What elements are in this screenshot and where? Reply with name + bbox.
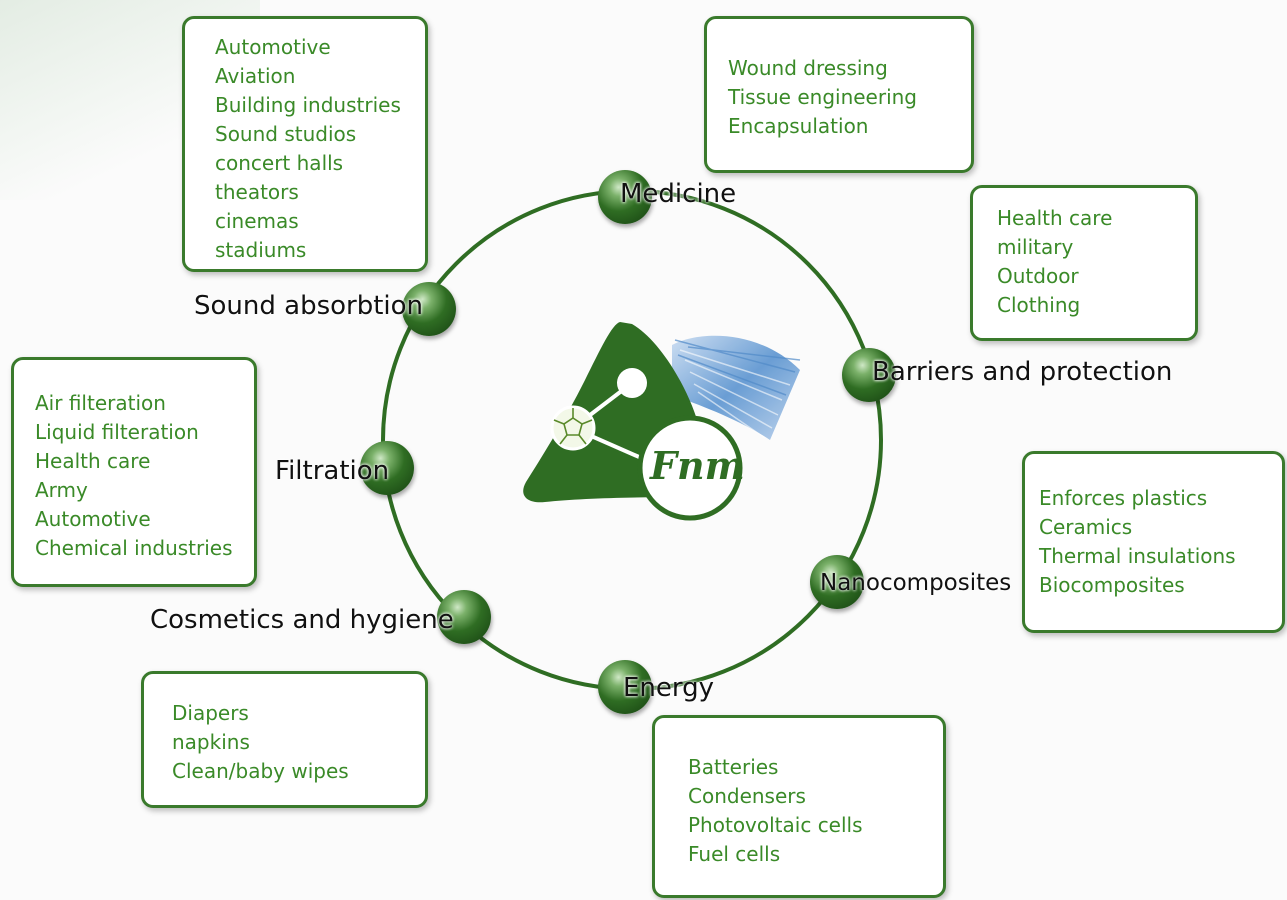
list-item: Automotive xyxy=(35,507,151,531)
list-item: Diapers xyxy=(172,701,249,725)
list-item: concert halls xyxy=(215,151,344,175)
medicine-node-icon xyxy=(598,170,652,224)
list-item: Encapsulation xyxy=(728,114,869,138)
list-item: Air filteration xyxy=(35,391,166,415)
sound-absorbtion-node-icon xyxy=(402,282,456,336)
list-item: Sound studios xyxy=(215,122,357,146)
list-item: Ceramics xyxy=(1039,515,1133,539)
list-item: Army xyxy=(35,478,88,502)
energy-node-icon xyxy=(598,660,652,714)
barriers-node-icon xyxy=(842,348,896,402)
list-item: Clean/baby wipes xyxy=(172,759,349,783)
list-item: Outdoor xyxy=(997,264,1079,288)
list-item: Chemical industries xyxy=(35,536,233,560)
list-item: Health care xyxy=(997,206,1113,230)
list-item: Fuel cells xyxy=(688,842,781,866)
logo-icon xyxy=(523,322,801,521)
list-item: Condensers xyxy=(688,784,806,808)
list-item: Tissue engineering xyxy=(728,85,918,109)
nanocomposites-node-icon xyxy=(810,555,864,609)
list-item: Building industries xyxy=(215,93,401,117)
list-item: Biocomposites xyxy=(1039,573,1185,597)
list-item: Liquid filteration xyxy=(35,420,199,444)
sound-absorbtion-box: Automotive Aviation Building industries … xyxy=(182,16,428,272)
list-item: Wound dressing xyxy=(728,56,888,80)
list-item: Photovoltaic cells xyxy=(688,813,863,837)
list-item: Clothing xyxy=(997,293,1081,317)
list-item: Health care xyxy=(35,449,151,473)
list-item: Batteries xyxy=(688,755,779,779)
list-item: stadiums xyxy=(215,238,307,262)
filtration-label: Filtration xyxy=(275,456,390,486)
cosmetics-node-icon xyxy=(437,590,491,644)
energy-box: Batteries Condensers Photovoltaic cells … xyxy=(652,715,946,898)
list-item: napkins xyxy=(172,730,250,754)
list-item: Enforces plastics xyxy=(1039,486,1208,510)
filtration-node-icon xyxy=(360,441,414,495)
cosmetics-box: Diapers napkins Clean/baby wipes xyxy=(141,671,428,808)
logo-text: Fnm xyxy=(650,443,745,488)
list-item: cinemas xyxy=(215,209,299,233)
medicine-label: Medicine xyxy=(620,179,737,209)
list-item: Thermal insulations xyxy=(1039,544,1236,568)
list-item: theators xyxy=(215,180,299,204)
nanocomposites-box: Enforces plastics Ceramics Thermal insul… xyxy=(1022,451,1285,633)
energy-label: Energy xyxy=(623,673,715,703)
nanocomposites-label: Nanocomposites xyxy=(820,570,1012,596)
list-item: Aviation xyxy=(215,64,296,88)
barriers-box: Health care military Outdoor Clothing xyxy=(970,185,1198,341)
filtration-box: Air filteration Liquid filteration Healt… xyxy=(11,357,257,587)
list-item: military xyxy=(997,235,1074,259)
medicine-box: Wound dressing Tissue engineering Encaps… xyxy=(704,16,974,173)
sound-absorbtion-label: Sound absorbtion xyxy=(194,291,424,321)
barriers-label: Barriers and protection xyxy=(872,357,1173,387)
list-item: Automotive xyxy=(215,35,331,59)
cosmetics-label: Cosmetics and hygiene xyxy=(150,605,454,635)
